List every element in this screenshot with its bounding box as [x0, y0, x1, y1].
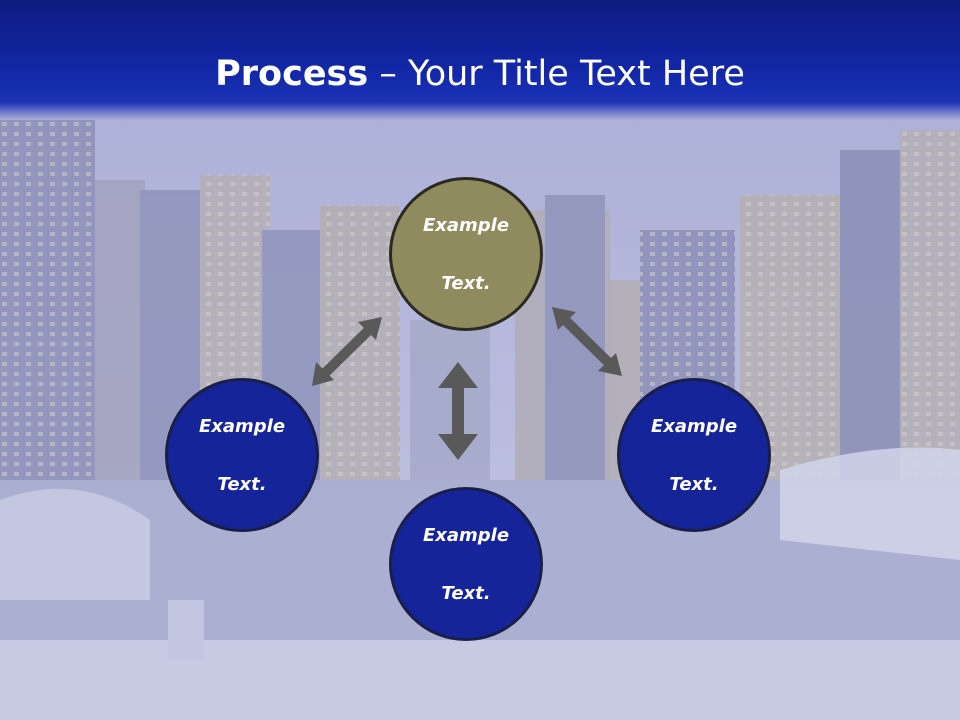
- title-bar: [0, 0, 960, 120]
- node-text-line2: Text.: [217, 473, 267, 495]
- title-rest-part: – Your Title Text Here: [368, 54, 745, 94]
- arrow-top-left-double-arrow: [312, 317, 382, 386]
- arrow-vertical-double-arrow: [438, 362, 478, 460]
- arrow-top-right-double-arrow: [552, 307, 622, 376]
- slide-title: Process – Your Title Text Here: [0, 52, 960, 96]
- node-text-line2: Text.: [669, 473, 719, 495]
- node-text-line1: Example: [422, 214, 510, 236]
- node-text-line1: Example: [650, 415, 738, 437]
- node-text-line1: Example: [422, 524, 510, 546]
- title-bold-part: Process: [215, 54, 369, 94]
- node-text-line1: Example: [198, 415, 286, 437]
- node-text-line2: Text.: [441, 272, 491, 294]
- node-text-line2: Text.: [441, 582, 491, 604]
